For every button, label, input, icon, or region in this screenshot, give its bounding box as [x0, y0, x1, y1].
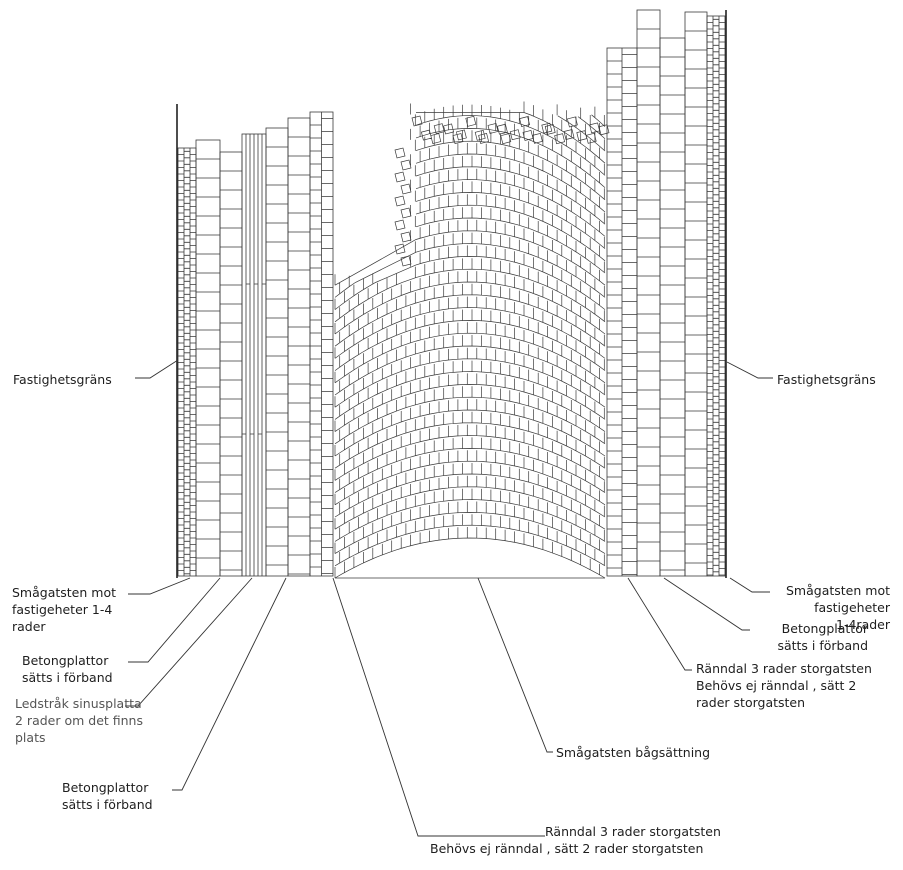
leader-fastighet-right [726, 361, 773, 379]
gutter-stone-strip-left [309, 111, 334, 577]
leader-ranndal-bottom [332, 577, 545, 837]
leader-lines [125, 359, 773, 837]
arch-rows [334, 101, 606, 579]
concrete-slab-strip-right-3 [684, 11, 708, 577]
guidance-sinus-strip [241, 133, 267, 577]
arched-cobblestone-field [334, 101, 610, 579]
concrete-slab-label-right: Betongplattor sätts i förband [777, 621, 868, 653]
concrete-slab-strip-left-2 [219, 151, 243, 577]
leader-betong-right [663, 577, 750, 631]
arched-cobblestone-label: Smågatsten bågsättning [556, 745, 711, 760]
concrete-slab-strip-right-1 [636, 9, 661, 577]
leader-fastighet-left [135, 359, 179, 379]
gutter-stone-strip-right [606, 47, 638, 577]
leader-bagsattning [477, 577, 553, 753]
concrete-slab-label-left-2: Betongplattor sätts i förband [62, 780, 153, 812]
leader-betong-left-1 [128, 577, 221, 663]
small-cobblestone-strip-left [177, 147, 197, 577]
property-boundary-lines [176, 10, 727, 578]
concrete-slab-strip-right-2 [659, 37, 686, 577]
small-cobblestone-label-left: Smågatsten mot fastigeheter 1-4 rader [12, 585, 116, 634]
concrete-slab-strip-left-3 [265, 127, 289, 577]
leader-ledstrak [125, 577, 253, 707]
leader-ranndal-right [627, 577, 692, 671]
small-cobblestone-label-right: Smågatsten mot fastigeheter 1-4rader [786, 583, 890, 632]
gutter-label-bottom: Ränndal 3 rader storgatsten Behövs ej rä… [430, 824, 721, 856]
property-boundary-label-right: Fastighetsgräns [777, 372, 876, 387]
concrete-slab-strip-left-1 [195, 139, 221, 577]
small-cobblestone-strip-right [706, 15, 726, 577]
concrete-slab-strip-left-4 [287, 117, 311, 577]
loose-stones-edge [394, 115, 610, 267]
guidance-strip-label: Ledstråk sinusplatta 2 rader om det finn… [15, 696, 143, 745]
paving-strips [177, 9, 726, 577]
concrete-slab-label-left-1: Betongplattor sätts i förband [22, 653, 113, 685]
leader-smagatsten-left [128, 577, 191, 595]
leader-smagatsten-right [729, 577, 770, 593]
leader-betong-left-2 [172, 577, 287, 791]
gutter-label-right: Ränndal 3 rader storgatsten Behövs ej rä… [696, 661, 872, 710]
property-boundary-label-left: Fastighetsgräns [13, 372, 112, 387]
